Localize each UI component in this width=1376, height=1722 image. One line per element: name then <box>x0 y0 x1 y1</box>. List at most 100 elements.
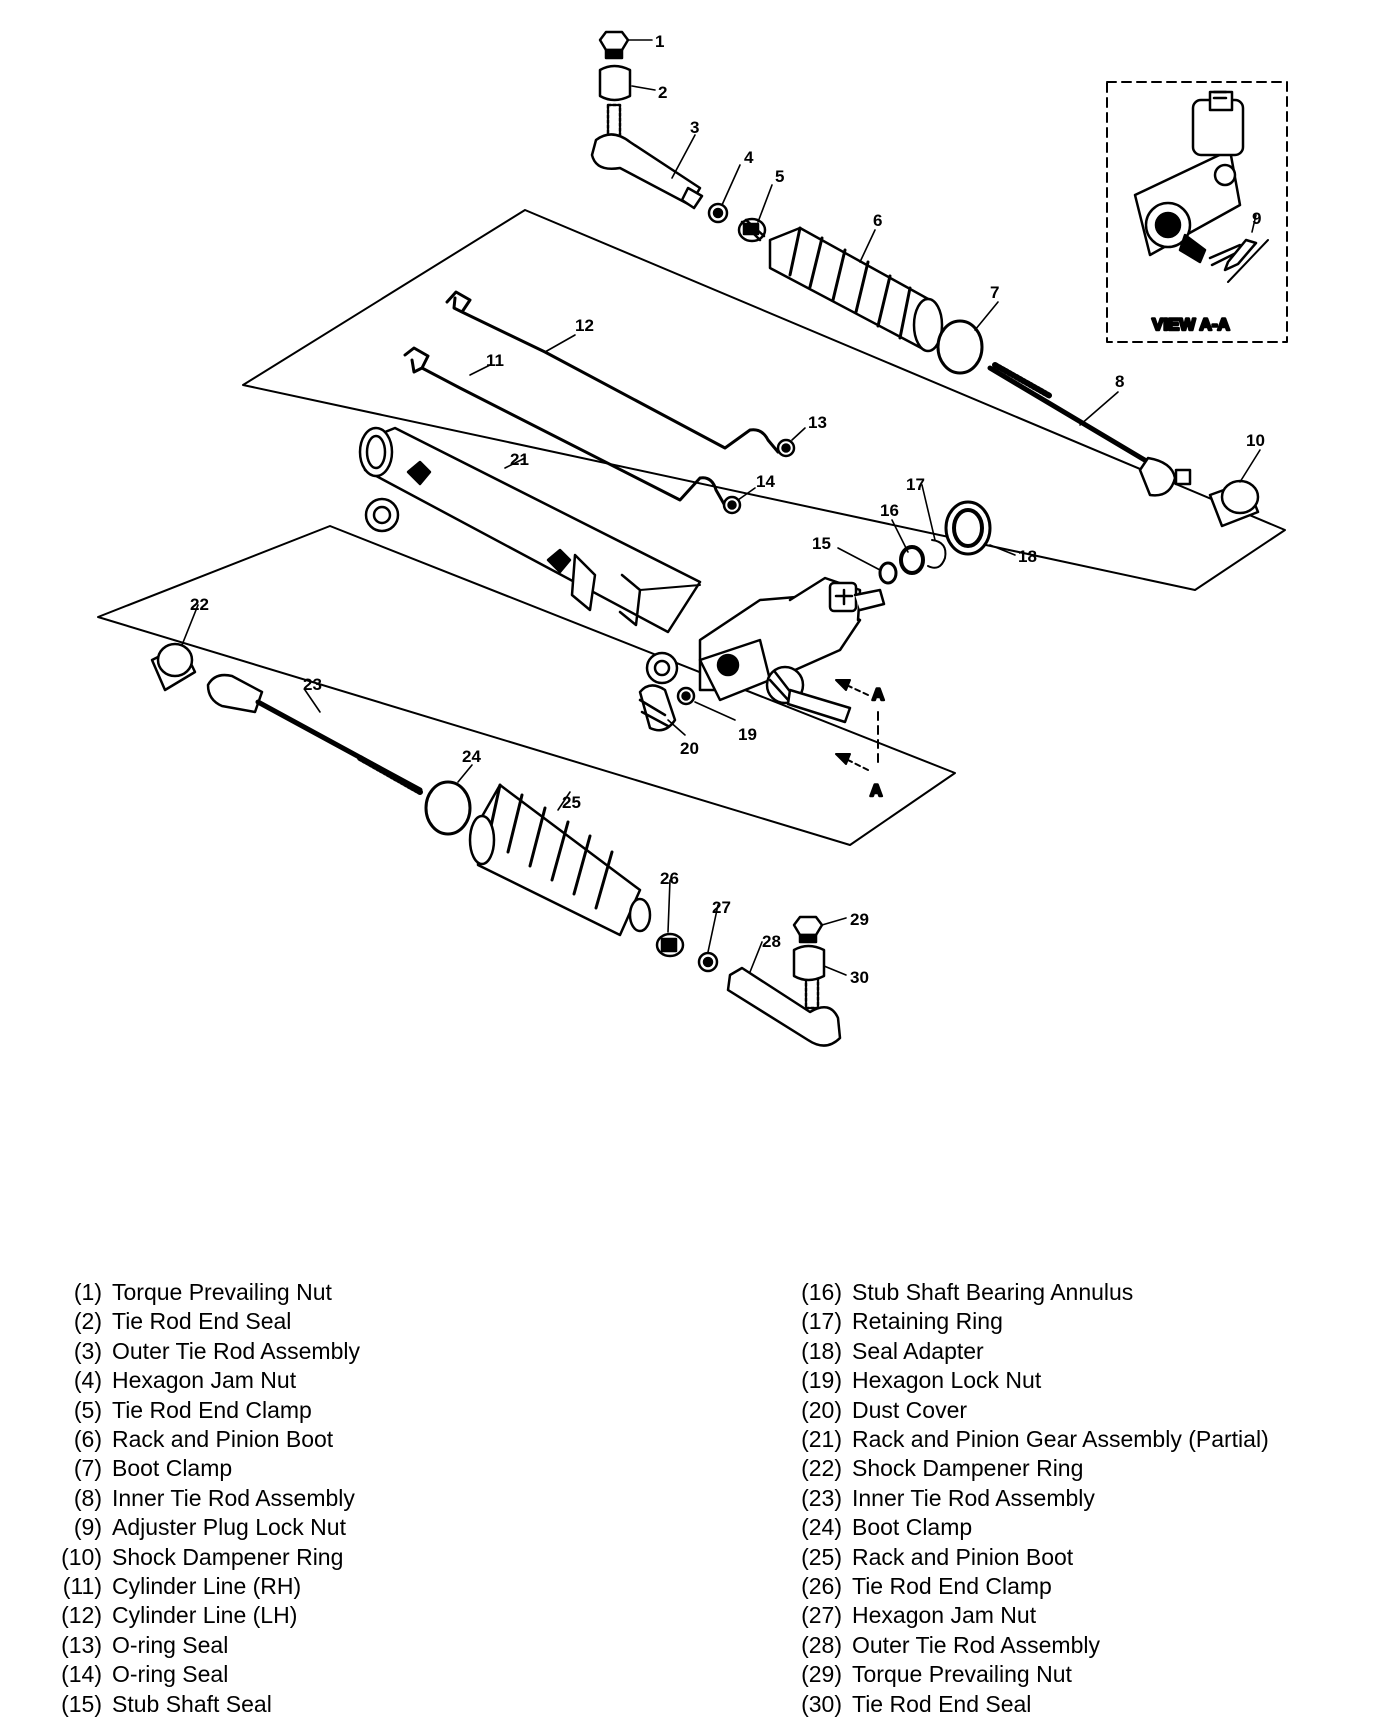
legend-number: (13) <box>61 1631 102 1658</box>
legend-number: (9) <box>73 1514 102 1541</box>
legend-row: (4)Hexagon Jam Nut <box>30 1366 360 1395</box>
legend-row: (30)Tie Rod End Seal <box>770 1690 1269 1719</box>
legend-label: Rack and Pinion Boot <box>112 1426 334 1453</box>
callout-14: 14 <box>756 472 775 491</box>
legend-number: (20) <box>801 1396 842 1423</box>
parts-legend-left: (1)Torque Prevailing Nut(2)Tie Rod End S… <box>30 1278 360 1719</box>
legend-label: Rack and Pinion Boot <box>852 1543 1074 1570</box>
legend-row: (21)Rack and Pinion Gear Assembly (Parti… <box>770 1425 1269 1454</box>
legend-number: (27) <box>801 1602 842 1629</box>
upper-inner-tie-rod-assembly <box>987 362 1192 497</box>
lower-tie-rod-end-clamp <box>655 932 685 958</box>
callout-12: 12 <box>575 316 594 335</box>
upper-hexagon-jam-nut <box>707 202 729 224</box>
callout-2: 2 <box>658 83 667 102</box>
legend-row: (1)Torque Prevailing Nut <box>30 1278 360 1307</box>
upper-rack-and-pinion-boot <box>768 226 944 353</box>
view-a-a-inset <box>1106 81 1288 343</box>
callout-26: 26 <box>660 869 679 888</box>
legend-row: (9)Adjuster Plug Lock Nut <box>30 1513 360 1542</box>
callout-27: 27 <box>712 898 731 917</box>
legend-label: Boot Clamp <box>852 1514 973 1541</box>
lower-inner-tie-rod-assembly <box>206 673 423 795</box>
stub-shaft-seal <box>878 561 898 585</box>
legend-label: Boot Clamp <box>112 1455 233 1482</box>
callout-21: 21 <box>510 450 529 469</box>
legend-label: Outer Tie Rod Assembly <box>852 1631 1100 1658</box>
hexagon-lock-nut <box>676 686 696 706</box>
legend-label: Seal Adapter <box>852 1337 984 1364</box>
legend-number: (26) <box>801 1573 842 1600</box>
o-ring-seal-13 <box>776 438 796 458</box>
legend-label: Hexagon Lock Nut <box>852 1367 1042 1394</box>
legend-label: Outer Tie Rod Assembly <box>112 1337 360 1364</box>
legend-number: (19) <box>801 1367 842 1394</box>
legend-row: (26) Tie Rod End Clamp <box>770 1572 1269 1601</box>
legend-number: (6) <box>73 1426 102 1453</box>
exploded-parts-diagram: VIEW A-A <box>97 30 1288 1047</box>
callout-6: 6 <box>873 211 882 230</box>
callout-9: 9 <box>1252 209 1261 228</box>
callout-13: 13 <box>808 413 827 432</box>
legend-number: (15) <box>61 1690 102 1717</box>
legend-row: (17)Retaining Ring <box>770 1307 1269 1336</box>
legend-label: Inner Tie Rod Assembly <box>852 1484 1095 1511</box>
legend-row: (23) Inner Tie Rod Assembly <box>770 1484 1269 1513</box>
legend-row: (11)Cylinder Line (RH) <box>30 1572 360 1601</box>
legend-number: (29) <box>801 1661 842 1688</box>
view-a-a-title: VIEW A-A <box>1152 315 1230 334</box>
legend-row: (7)Boot Clamp <box>30 1454 360 1483</box>
legend-row: (8)Inner Tie Rod Assembly <box>30 1484 360 1513</box>
legend-number: (24) <box>801 1514 842 1541</box>
legend-row: (10)Shock Dampener Ring <box>30 1543 360 1572</box>
retaining-ring <box>927 539 947 569</box>
cylinder-line-rh <box>403 346 726 506</box>
legend-row: (13) O-ring Seal <box>30 1631 360 1660</box>
callout-5: 5 <box>775 167 784 186</box>
legend-number: (8) <box>73 1484 102 1511</box>
legend-row: (12) Cylinder Line (LH) <box>30 1601 360 1630</box>
callout-7: 7 <box>990 283 999 302</box>
legend-number: (18) <box>801 1337 842 1364</box>
legend-number: (12) <box>61 1602 102 1629</box>
legend-number: (3) <box>73 1337 102 1364</box>
callout-23: 23 <box>303 675 322 694</box>
callout-1: 1 <box>655 32 664 51</box>
lower-rack-and-pinion-boot <box>468 783 652 937</box>
legend-row: (5)Tie Rod End Clamp <box>30 1396 360 1425</box>
legend-row: (28) Outer Tie Rod Assembly <box>770 1631 1269 1660</box>
legend-label: Tie Rod End Clamp <box>852 1573 1052 1600</box>
section-a-a-marker <box>835 679 879 771</box>
legend-number: (28) <box>801 1631 842 1658</box>
dust-cover <box>638 684 677 732</box>
callout-30: 30 <box>850 968 869 987</box>
legend-label: Tie Rod End Seal <box>112 1308 292 1335</box>
stub-shaft-bearing-annulus <box>899 545 925 575</box>
legend-number: (4) <box>73 1367 102 1394</box>
lower-tie-rod-end-seal <box>792 944 826 982</box>
legend-number: (30) <box>801 1690 842 1717</box>
callout-24: 24 <box>462 747 481 766</box>
legend-row: (19) Hexagon Lock Nut <box>770 1366 1269 1395</box>
legend-number: (23) <box>801 1484 842 1511</box>
legend-label: O-ring Seal <box>112 1631 229 1658</box>
callout-22: 22 <box>190 595 209 614</box>
legend-row: (29)Torque Prevailing Nut <box>770 1660 1269 1689</box>
legend-label: Cylinder Line (LH) <box>112 1602 298 1629</box>
upper-tie-rod-end-clamp <box>737 217 767 243</box>
upper-shock-dampener-ring <box>1208 479 1260 528</box>
legend-label: Stub Shaft Bearing Annulus <box>852 1279 1134 1305</box>
legend-row: (25)Rack and Pinion Boot <box>770 1543 1269 1572</box>
callout-18: 18 <box>1018 547 1037 566</box>
legend-label: Shock Dampener Ring <box>112 1543 344 1570</box>
callout-29: 29 <box>850 910 869 929</box>
callout-10: 10 <box>1246 431 1265 450</box>
legend-row: (3) Outer Tie Rod Assembly <box>30 1337 360 1366</box>
legend-number: (22) <box>801 1455 842 1482</box>
legend-number: (21) <box>801 1426 842 1453</box>
parts-legend-right: (16)Stub Shaft Bearing Annulus(17)Retain… <box>770 1278 1269 1719</box>
legend-row: (27)Hexagon Jam Nut <box>770 1601 1269 1630</box>
legend-row: (14)O-ring Seal <box>30 1660 360 1689</box>
callout-19: 19 <box>738 725 757 744</box>
callout-25: 25 <box>562 793 581 812</box>
